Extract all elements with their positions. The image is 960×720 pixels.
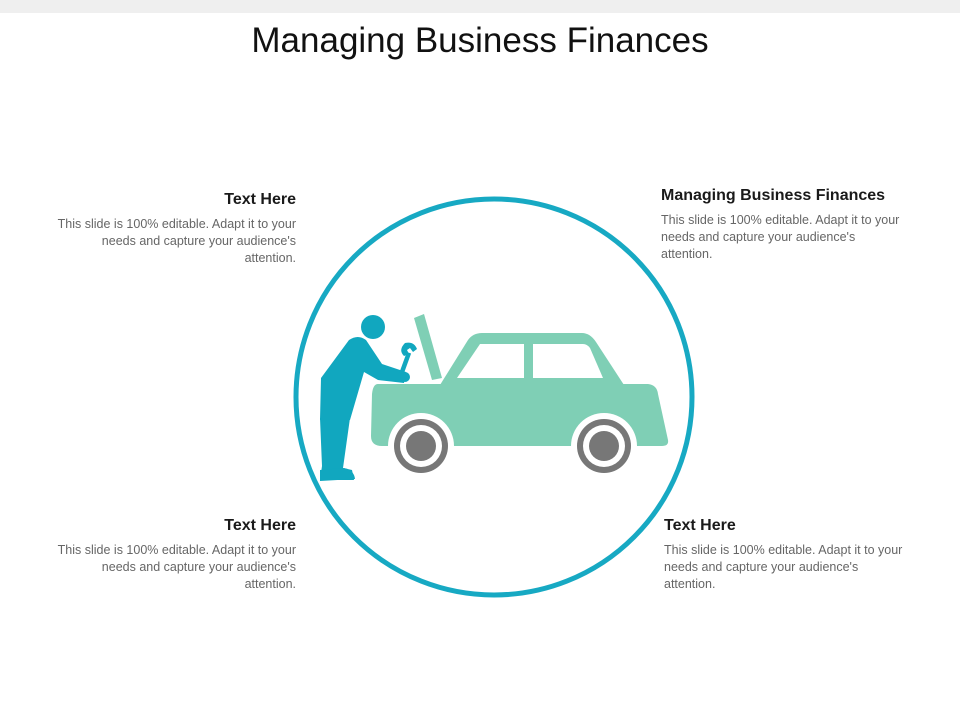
text-block-bottom-right: Text Here This slide is 100% editable. A… <box>664 516 904 593</box>
block-body: This slide is 100% editable. Adapt it to… <box>57 543 296 591</box>
top-band <box>0 0 960 13</box>
block-body: This slide is 100% editable. Adapt it to… <box>664 543 903 591</box>
text-block-bottom-left: Text Here This slide is 100% editable. A… <box>56 516 296 593</box>
block-heading: Text Here <box>664 517 736 534</box>
wheel-icon <box>571 413 637 479</box>
block-body: This slide is 100% editable. Adapt it to… <box>661 213 900 261</box>
block-heading: Managing Business Finances <box>661 187 886 204</box>
car-window-front <box>457 344 524 378</box>
block-heading: Text Here <box>224 517 296 534</box>
block-body: This slide is 100% editable. Adapt it to… <box>57 217 296 265</box>
text-block-top-left: Text Here This slide is 100% editable. A… <box>56 190 296 267</box>
mechanic-body <box>320 337 406 420</box>
mechanic-legs <box>320 418 354 480</box>
block-heading: Text Here <box>224 191 296 208</box>
car-icon <box>371 314 669 479</box>
mechanic-shoe <box>320 468 355 481</box>
ring-outline <box>293 196 695 598</box>
mechanic-icon <box>320 315 417 481</box>
wheel-icon <box>388 413 454 479</box>
car-hood <box>414 314 442 380</box>
wrench-icon <box>399 342 417 375</box>
slide-title: Managing Business Finances <box>251 21 709 60</box>
car-window-rear <box>533 344 603 378</box>
mechanic-head <box>361 315 385 339</box>
text-block-top-right: Managing Business Finances This slide is… <box>661 186 941 263</box>
